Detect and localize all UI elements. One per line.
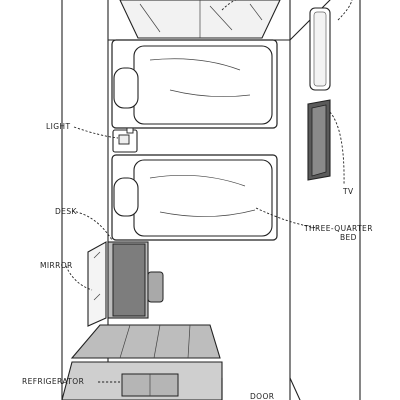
window — [119, 0, 281, 39]
label-bed-line1: THREE-QUARTER — [303, 224, 373, 233]
label-bed-line2: BED — [340, 233, 357, 242]
wall-cabinet — [309, 7, 331, 91]
bed-pillow — [113, 177, 139, 217]
shower-floor — [70, 324, 221, 359]
upper-bed-pillow — [113, 67, 139, 109]
mirror — [87, 241, 107, 327]
label-light: LIGHT — [46, 122, 70, 131]
label-door: DOOR — [250, 392, 274, 400]
door — [221, 377, 301, 400]
leader-lines — [65, 0, 353, 383]
desk — [107, 241, 164, 319]
desk-chair — [147, 271, 164, 303]
upper-bed — [111, 39, 278, 129]
light-fixture — [112, 127, 138, 153]
label-desk: DESK — [55, 207, 77, 216]
refrigerator — [61, 361, 223, 400]
label-mirror: MIRROR — [40, 261, 73, 270]
three-quarter-bed — [111, 154, 278, 241]
label-tv: TV — [342, 187, 354, 196]
label-refrigerator: REFRIGERATOR — [22, 377, 84, 386]
tv — [307, 99, 331, 181]
